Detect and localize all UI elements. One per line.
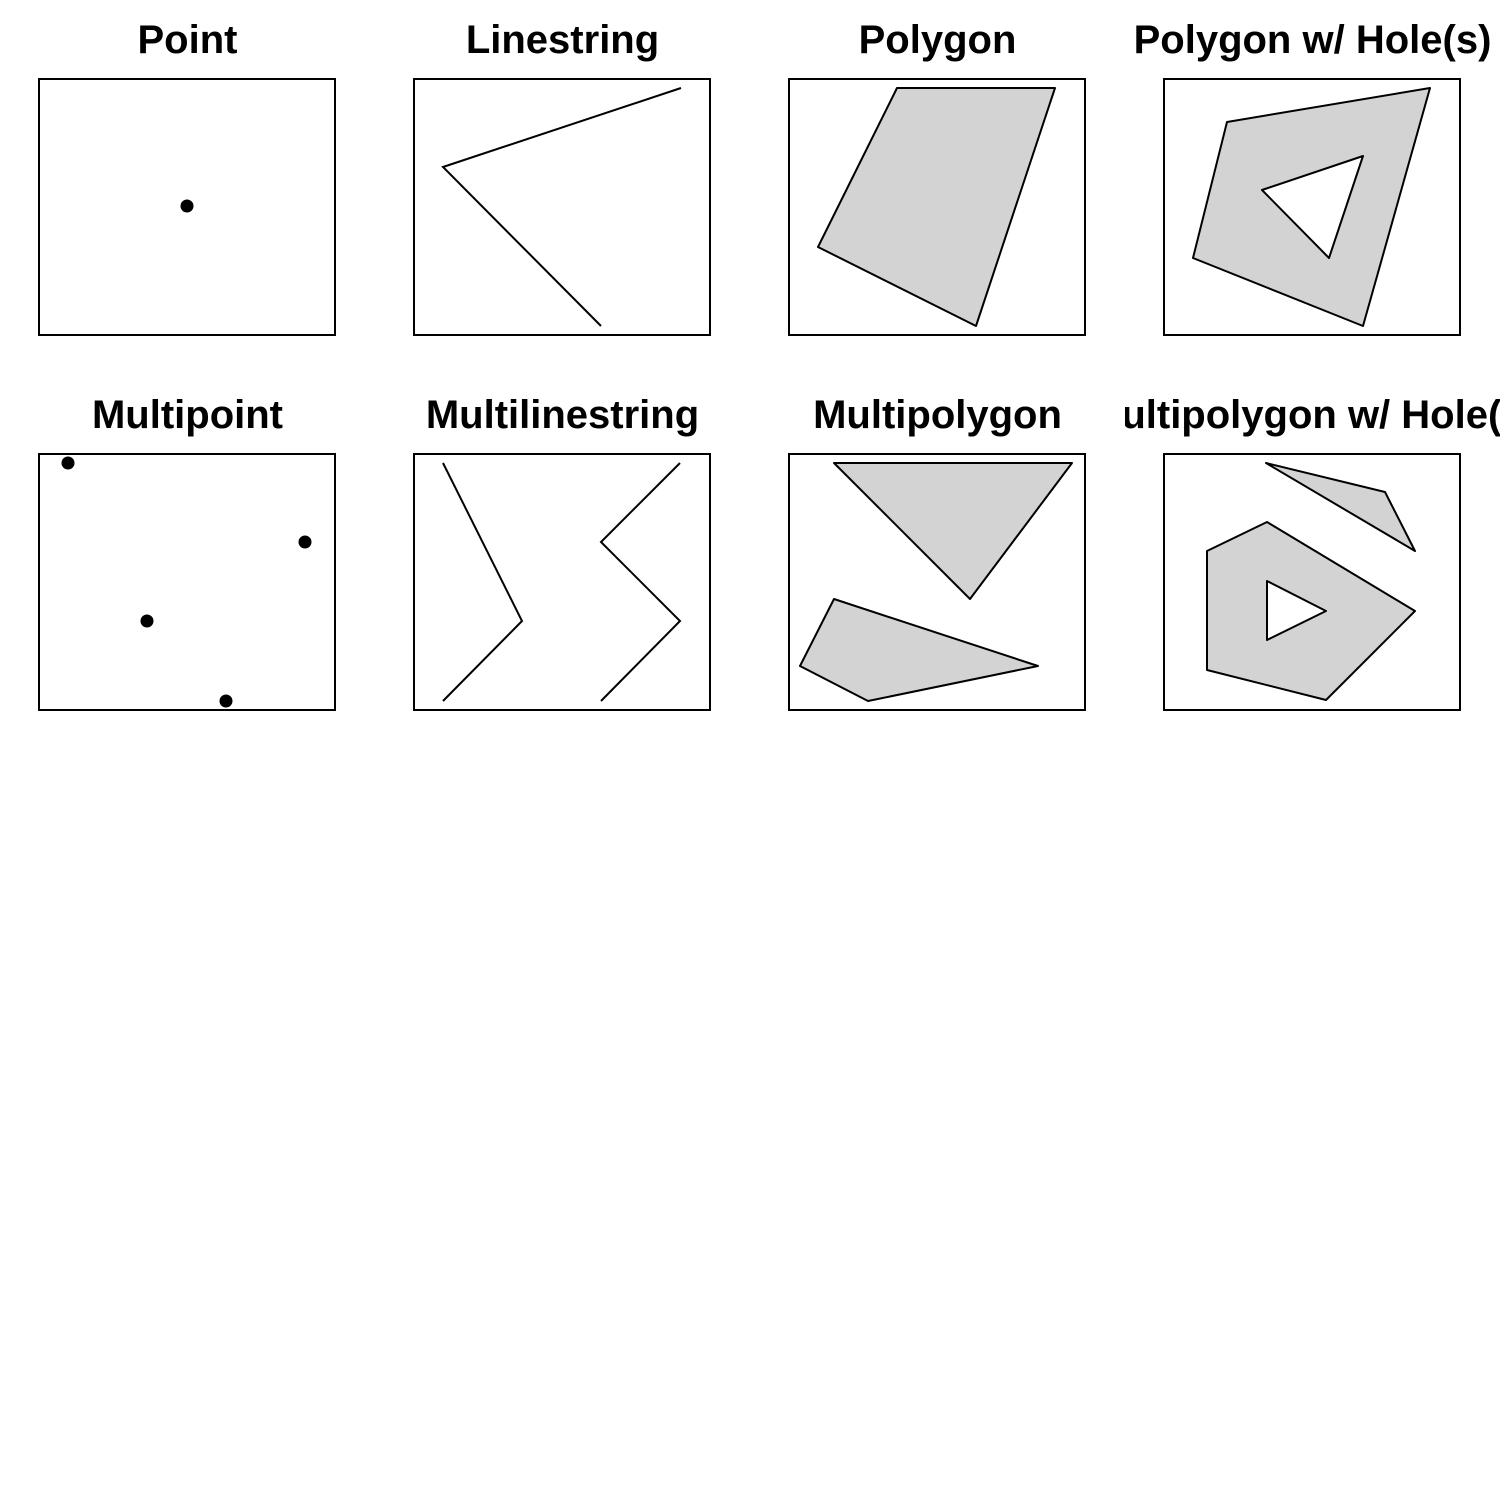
panel-title-polygon: Polygon — [858, 18, 1017, 62]
multilinestring-panel — [413, 453, 711, 711]
panel-title-multipolygon: Multipolygon — [813, 393, 1062, 437]
polygon-shape-0 — [1265, 462, 1416, 552]
point-marker-0 — [180, 199, 194, 213]
panel-frame — [38, 453, 336, 711]
point-marker-0 — [61, 456, 75, 470]
panel-title-multipolygon-with-holes: Multipolygon w/ Hole(s) — [1125, 391, 1500, 439]
line-segment-1 — [599, 462, 682, 702]
point-marker-3 — [219, 694, 233, 708]
polygon-with-hole-shape-1 — [1206, 521, 1416, 701]
panel-frame — [1163, 78, 1461, 336]
multipolygon-panel — [788, 453, 1086, 711]
polygon-panel — [788, 78, 1086, 336]
polygon-shape-0 — [817, 87, 1056, 327]
panel-frame — [413, 453, 711, 711]
point-panel — [38, 78, 336, 336]
panel-title-multipoint: Multipoint — [91, 393, 284, 437]
line-segment-0 — [441, 87, 682, 327]
panel-title-linestring: Linestring — [465, 18, 660, 62]
polygon-with-hole-shape-0 — [1192, 87, 1431, 327]
panel-frame — [788, 78, 1086, 336]
panel-title-point: Point — [137, 18, 238, 62]
point-marker-2 — [140, 614, 154, 628]
panel-frame — [38, 78, 336, 336]
multipoint-panel — [38, 453, 336, 711]
polygon-shape-1 — [799, 598, 1039, 702]
multipolygon-with-holes-panel — [1163, 453, 1461, 711]
point-marker-1 — [298, 535, 312, 549]
line-segment-0 — [442, 462, 524, 702]
panel-frame — [413, 78, 711, 336]
panel-title-multilinestring: Multilinestring — [425, 393, 700, 437]
panel-title-polygon-with-holes: Polygon w/ Hole(s) — [1133, 18, 1492, 62]
panel-title-multipolygon-with-holes-text: Multipolygon w/ Hole(s) — [1125, 393, 1500, 437]
polygon-shape-0 — [833, 462, 1073, 600]
polygon-with-holes-panel — [1163, 78, 1461, 336]
panel-frame — [1163, 453, 1461, 711]
panel-frame — [788, 453, 1086, 711]
linestring-panel — [413, 78, 711, 336]
